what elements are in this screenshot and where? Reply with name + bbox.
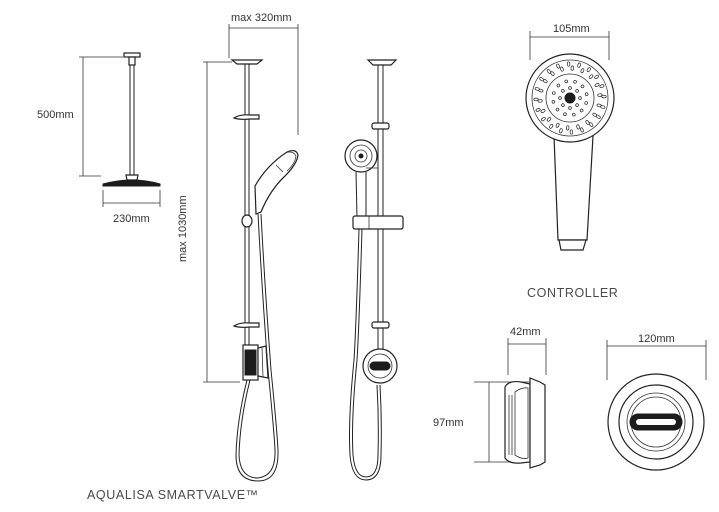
nozzle: [561, 103, 565, 107]
nozzle: [541, 117, 546, 122]
handset-drawing: [525, 53, 615, 251]
nozzle: [564, 79, 568, 84]
nozzle: [556, 83, 561, 88]
nozzle: [568, 86, 572, 90]
nozzle: [566, 61, 571, 67]
nozzle: [563, 112, 567, 116]
nozzle: [594, 83, 600, 87]
nozzle: [584, 101, 588, 105]
handset-width-dimension: [529, 31, 610, 60]
nozzle: [533, 97, 539, 102]
nozzle: [569, 129, 574, 135]
controller-depth-label: 42mm: [510, 326, 541, 338]
nozzle: [560, 66, 564, 72]
nozzle: [549, 123, 554, 129]
nozzle: [539, 77, 545, 82]
nozzle: [552, 91, 556, 95]
nozzle: [600, 105, 606, 109]
nozzle: [555, 107, 560, 112]
nozzle: [579, 108, 584, 113]
rail-kit-side-drawing: [344, 59, 404, 481]
nozzle: [568, 106, 572, 110]
nozzle: [572, 112, 576, 117]
head-width-dimension: [102, 190, 161, 207]
rail-width-label: max 320mm: [231, 12, 292, 24]
nozzle: [595, 114, 601, 119]
nozzle: [588, 74, 594, 79]
nozzle: [594, 74, 599, 79]
nozzle: [537, 99, 543, 103]
nozzle: [575, 89, 579, 93]
nozzle: [535, 108, 541, 112]
controller-depth-dimension: [507, 338, 547, 375]
nozzle: [577, 62, 581, 68]
nozzle: [584, 92, 589, 96]
nozzle: [556, 63, 560, 69]
nozzle: [575, 103, 579, 107]
nozzle: [578, 96, 582, 100]
nozzle: [551, 100, 556, 104]
nozzle: [546, 117, 552, 122]
rail-kit-front-drawing: [230, 59, 299, 482]
controller-side-drawing: [504, 377, 546, 469]
nozzle: [558, 96, 562, 100]
nozzle: [586, 67, 591, 73]
nozzle: [580, 84, 585, 89]
rail-width-dimension: [228, 24, 299, 135]
nozzle: [601, 94, 607, 99]
nozzle: [589, 122, 594, 127]
nozzle: [566, 125, 570, 131]
rail-height-dimension: [203, 61, 240, 383]
product-name: AQUALISA SMARTVALVE™: [87, 488, 259, 502]
nozzle: [546, 69, 551, 74]
nozzle-pattern: [533, 61, 607, 135]
nozzle: [540, 109, 546, 113]
nozzle: [580, 127, 584, 133]
nozzle: [597, 93, 603, 97]
nozzle: [570, 65, 574, 71]
nozzle: [585, 120, 590, 125]
nozzle: [580, 68, 585, 74]
controller-width-dimension: [606, 340, 707, 380]
head-height-dimension: [79, 56, 123, 177]
head-height-label: 500mm: [37, 109, 74, 121]
nozzle: [576, 124, 580, 130]
nozzle: [550, 71, 555, 76]
nozzle: [561, 89, 565, 93]
nozzle: [599, 84, 605, 88]
controller-height-label: 97mm: [433, 417, 464, 429]
nozzle: [555, 122, 560, 128]
controller-title: CONTROLLER: [527, 286, 618, 300]
handset-width-label: 105mm: [553, 23, 590, 35]
nozzle: [573, 80, 577, 84]
controller-front-drawing: [607, 373, 705, 471]
controller-width-label: 120mm: [638, 333, 675, 345]
nozzle: [534, 87, 540, 91]
head-width-label: 230mm: [113, 213, 150, 225]
ceiling-head-drawing: [102, 52, 161, 187]
nozzle: [559, 128, 563, 134]
rail-height-label: max 1030mm: [177, 195, 189, 262]
